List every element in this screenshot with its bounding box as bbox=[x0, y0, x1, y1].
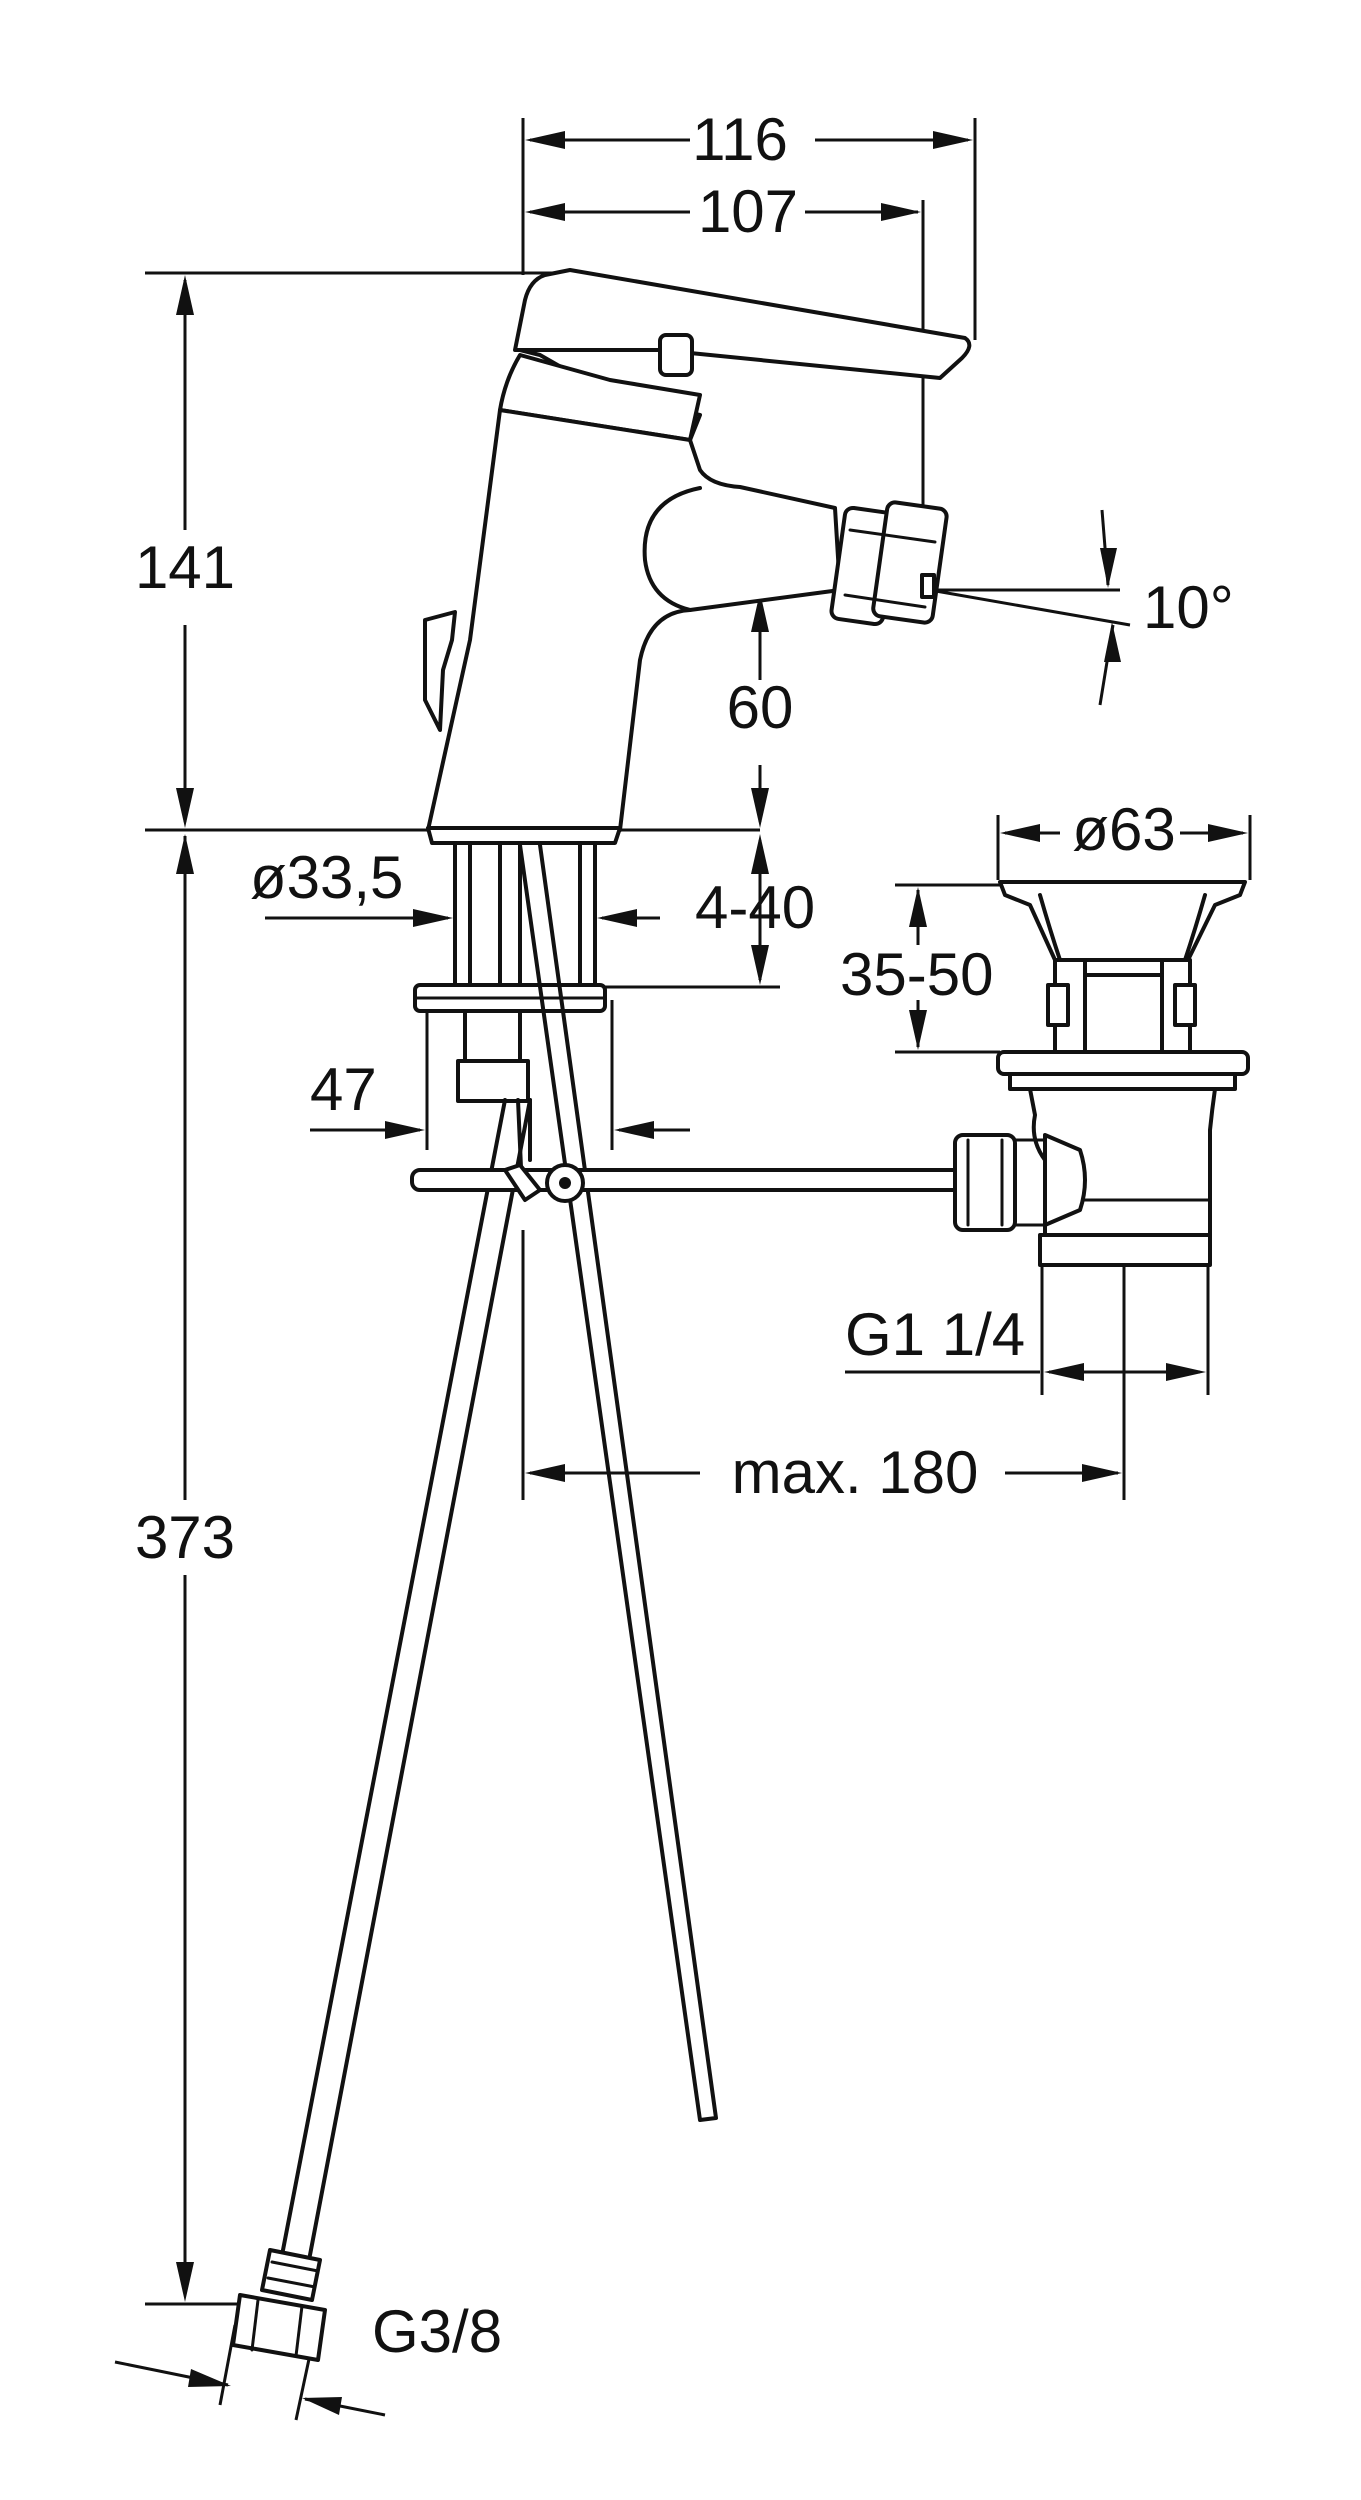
label-hose-length: 373 bbox=[135, 1504, 235, 1571]
label-hose-thread: G3/8 bbox=[372, 2298, 502, 2365]
tap-body bbox=[426, 408, 842, 832]
label-overall-width: 116 bbox=[692, 106, 788, 173]
horizontal-rod bbox=[410, 1168, 984, 1192]
label-pop-up-rod-length: max. 180 bbox=[732, 1439, 979, 1506]
waste-flange bbox=[998, 880, 1247, 962]
dimension-labels: 116 107 141 60 10° ø33,5 4-40 ø63 35-50 … bbox=[135, 106, 1234, 2365]
label-deck-thickness: 4-40 bbox=[695, 874, 815, 941]
label-waste-thread: G1 1/4 bbox=[845, 1301, 1025, 1368]
deck-fixing bbox=[413, 841, 607, 1103]
label-spout-height: 60 bbox=[727, 674, 794, 741]
label-spout-reach: 107 bbox=[698, 178, 798, 245]
label-waste-flange-diameter: ø63 bbox=[1072, 796, 1175, 863]
label-spout-angle: 10° bbox=[1143, 574, 1234, 641]
label-deck-hole-diameter: ø33,5 bbox=[250, 844, 403, 911]
hose-nut bbox=[231, 2293, 327, 2362]
pop-up-waste bbox=[410, 880, 1250, 1267]
supply-hoses bbox=[231, 843, 718, 2362]
supply-hose bbox=[281, 1098, 532, 2257]
label-tap-offset: 47 bbox=[310, 1056, 377, 1123]
label-height-above-deck: 141 bbox=[135, 534, 235, 601]
pop-up-rod bbox=[518, 843, 718, 2122]
mixer-lever bbox=[513, 268, 972, 380]
label-waste-deck-thickness: 35-50 bbox=[840, 941, 993, 1008]
waste-rod-nut bbox=[953, 1133, 1017, 1232]
bidet-mixer-tap bbox=[423, 268, 972, 845]
